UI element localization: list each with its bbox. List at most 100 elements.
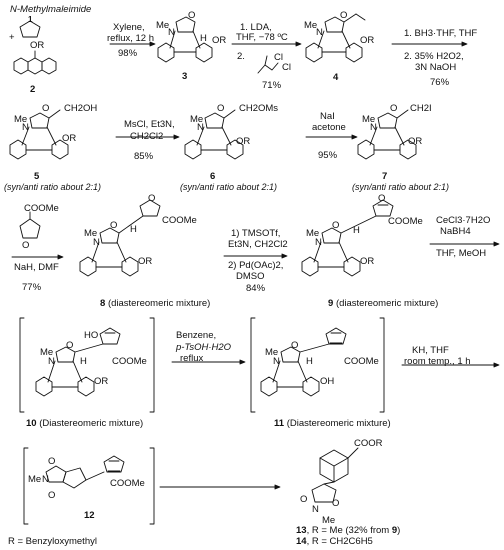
structure-9 bbox=[301, 199, 394, 277]
atom-or: OR bbox=[360, 256, 375, 267]
atom-n: N bbox=[93, 237, 100, 248]
ester-coome: COOMe bbox=[344, 356, 379, 367]
structure-10 bbox=[35, 327, 121, 397]
atom-o: O bbox=[217, 103, 225, 114]
compound-label-9: 9 (diastereomeric mixture) bbox=[328, 298, 438, 309]
atom-n: N bbox=[42, 474, 49, 485]
compound-label-11: 11 (Diastereomeric mixture) bbox=[274, 418, 391, 429]
step1-line2: reflux, 12 h bbox=[107, 33, 154, 44]
atom-me: Me bbox=[322, 515, 336, 526]
step2-line2: THF, −78 ºC bbox=[236, 32, 288, 43]
cyclopentanone-ester bbox=[19, 211, 41, 239]
atom-or: OR bbox=[236, 136, 251, 147]
structure-2 bbox=[13, 50, 57, 75]
ratio-note-6: (syn/anti ratio about 2:1) bbox=[180, 182, 278, 192]
atom-o: O bbox=[332, 220, 340, 231]
step8-line2: NaBH4 bbox=[440, 226, 471, 237]
ester-coome: COOMe bbox=[110, 478, 145, 489]
atom-me: Me bbox=[40, 347, 54, 358]
step6-yield: 77% bbox=[22, 282, 42, 293]
atom-n: N bbox=[370, 122, 377, 133]
plus-sign: + bbox=[9, 32, 15, 43]
compound-label-8: 8 (diastereomeric mixture) bbox=[100, 298, 210, 309]
atom-h: H bbox=[353, 225, 360, 236]
substituent-ch2oh: CH2OH bbox=[64, 103, 98, 114]
compound-label-3: 3 bbox=[182, 71, 188, 82]
step5-line1: NaI bbox=[320, 111, 335, 122]
atom-h: H bbox=[306, 356, 313, 367]
compound-label-1: 1 bbox=[28, 15, 33, 24]
compound-number-14: 14 bbox=[296, 536, 307, 547]
atom-or: OR bbox=[212, 35, 227, 46]
compound-number-13: 13 bbox=[296, 525, 307, 536]
r-group-definition: R = Benzyloxymethyl bbox=[8, 536, 97, 547]
atom-me: Me bbox=[362, 114, 376, 125]
atom-o: O bbox=[110, 220, 118, 231]
substituent-ch2oms: CH2OMs bbox=[239, 103, 279, 114]
step7-line4: DMSO bbox=[236, 271, 265, 282]
atom-or: OR bbox=[94, 376, 109, 387]
compound-label-10: 10 (Diastereomeric mixture) bbox=[26, 418, 143, 429]
ester-coome: COOMe bbox=[112, 356, 147, 367]
atom-me: Me bbox=[265, 347, 279, 358]
step7-yield: 84% bbox=[246, 283, 266, 294]
step6-line1: NaH, DMF bbox=[14, 262, 59, 273]
compound-label-12: 12 bbox=[84, 510, 95, 521]
atom-n: N bbox=[197, 122, 204, 133]
compound-label-6: 6 bbox=[210, 171, 216, 182]
structure-13-14 bbox=[311, 447, 359, 503]
atom-o: O bbox=[48, 490, 56, 501]
atom-cl: Cl bbox=[274, 52, 283, 63]
atom-n: N bbox=[273, 356, 280, 367]
atom-o: O bbox=[22, 240, 30, 251]
atom-or: OR bbox=[62, 133, 77, 144]
compound-13-r-note: , R = Me (32% from bbox=[306, 525, 392, 536]
step3-line2: 2. 35% H2O2, bbox=[404, 51, 464, 62]
atom-or: OR bbox=[360, 35, 375, 46]
step9-line3: reflux bbox=[180, 353, 204, 364]
compound-label-14: 14, R = CH2C6H5 bbox=[296, 536, 373, 547]
compound-number-9: 9 bbox=[328, 298, 334, 309]
structure-4 bbox=[305, 13, 366, 63]
atom-me: Me bbox=[156, 20, 170, 31]
compound-label-13: 13, R = Me (32% from 9) bbox=[296, 525, 400, 536]
reagent-name: N-Methylmaleimide bbox=[10, 4, 92, 15]
atom-o: O bbox=[300, 494, 308, 505]
compound-13-ref: 9 bbox=[391, 525, 398, 536]
atom-o: O bbox=[291, 340, 299, 351]
compound-label-2: 2 bbox=[30, 84, 36, 95]
substituent-ch2i: CH2I bbox=[410, 103, 432, 114]
bracket-12 bbox=[23, 447, 155, 525]
atom-or: OR bbox=[30, 40, 45, 51]
compound-13-r-close: ) bbox=[397, 525, 401, 536]
bracket-11 bbox=[250, 317, 385, 413]
compound-label-7: 7 bbox=[382, 171, 388, 182]
structure-1 bbox=[19, 20, 41, 38]
atom-n: N bbox=[168, 27, 175, 38]
atom-o: O bbox=[378, 193, 386, 204]
atom-n: N bbox=[316, 27, 323, 38]
compound-number-10: 10 bbox=[26, 418, 37, 429]
step2-line3: 2. bbox=[237, 51, 245, 62]
bracket-10 bbox=[19, 317, 155, 413]
step5-yield: 95% bbox=[318, 150, 338, 161]
atom-me: Me bbox=[28, 474, 42, 485]
atom-n: N bbox=[22, 122, 29, 133]
ester-coome: COOMe bbox=[162, 215, 197, 226]
atom-o: O bbox=[332, 498, 340, 509]
step10-line1: KH, THF bbox=[412, 345, 449, 356]
step3-yield: 76% bbox=[430, 77, 450, 88]
atom-o: O bbox=[340, 10, 348, 21]
atom-or: OR bbox=[408, 136, 423, 147]
ratio-note-5: (syn/anti ratio about 2:1) bbox=[4, 182, 102, 192]
compound-label-4: 4 bbox=[333, 72, 339, 83]
step3-line1: 1. BH3·THF, THF bbox=[404, 28, 478, 39]
atom-n: N bbox=[312, 504, 319, 515]
mixture-note-8: (diastereomeric mixture) bbox=[107, 298, 211, 309]
ester-coor: COOR bbox=[354, 438, 383, 449]
step9-line2: p-TsOH·H2O bbox=[176, 342, 232, 353]
compound-number-8: 8 bbox=[100, 298, 106, 309]
atom-o: O bbox=[48, 456, 56, 467]
structure-8 bbox=[79, 199, 161, 277]
